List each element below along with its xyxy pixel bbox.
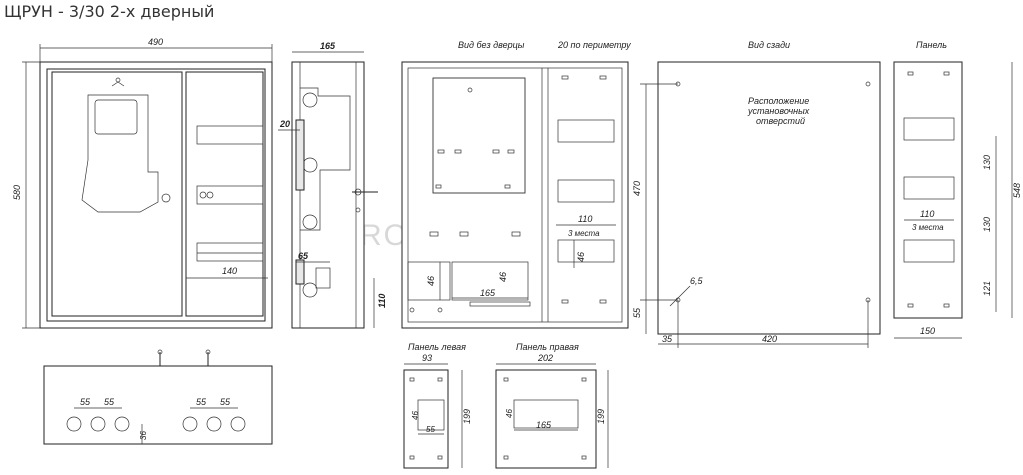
panel-view: Панель 130 130 121 548 110 3 места 150 — [893, 40, 1022, 339]
dim-front-width: 490 — [148, 37, 163, 47]
side-view: 165 20 65 110 — [278, 41, 387, 329]
panel-dim-110: 110 — [920, 209, 934, 219]
right-dim-202: 202 — [537, 353, 553, 363]
nodoor-dim-46a: 46 — [426, 276, 436, 286]
dim-front-height: 580 — [12, 185, 22, 200]
nodoor-perimeter-label: 20 по периметру — [557, 40, 631, 50]
left-dim-93: 93 — [422, 353, 432, 363]
back-title: Вид сзади — [748, 40, 790, 50]
bottom-dim-36: 36 — [139, 431, 148, 440]
panel-dim-130a: 130 — [982, 155, 992, 170]
bottom-dim-55c: 55 — [196, 397, 207, 407]
nodoor-3places: 3 места — [568, 229, 600, 238]
back-dim-55: 55 — [632, 307, 642, 318]
left-panel-view: Панель левая 93 46 55 199 — [403, 342, 472, 469]
front-view: 490 580 140 — [12, 37, 273, 329]
panel-title: Панель — [916, 40, 947, 50]
left-panel-title: Панель левая — [408, 342, 466, 352]
panel-dim-548: 548 — [1012, 183, 1022, 198]
back-note-line3: отверстий — [756, 116, 805, 126]
panel-dim-130b: 130 — [982, 217, 992, 232]
back-note-line1: Расположение — [748, 96, 809, 106]
bottom-dim-55d: 55 — [220, 397, 231, 407]
back-note-line2: установочных — [747, 106, 810, 116]
dim-side-depth: 165 — [320, 41, 336, 51]
back-dim-6-5: 6,5 — [690, 276, 704, 286]
nodoor-dim-46c: 46 — [576, 252, 586, 262]
bottom-view: 55 55 55 55 36 — [43, 349, 273, 445]
panel-dim-150: 150 — [920, 326, 935, 336]
dim-side-20: 20 — [279, 119, 290, 129]
left-dim-55: 55 — [426, 425, 435, 434]
dim-side-110: 110 — [377, 294, 387, 308]
back-view: Вид сзади Расположение установочных отве… — [632, 40, 881, 348]
right-dim-199: 199 — [596, 409, 606, 424]
right-panel-view: Панель правая 202 46 165 199 — [495, 342, 609, 469]
right-panel-title: Панель правая — [516, 342, 579, 352]
view-without-door: Вид без дверцы 20 по периметру — [401, 40, 631, 329]
back-dim-470: 470 — [632, 181, 642, 196]
nodoor-title: Вид без дверцы — [458, 40, 525, 50]
panel-dim-121: 121 — [982, 281, 992, 296]
nodoor-dim-110: 110 — [578, 214, 592, 224]
nodoor-dim-46b: 46 — [498, 272, 508, 282]
left-dim-46: 46 — [411, 411, 420, 420]
nodoor-dim-165: 165 — [480, 288, 496, 298]
drawing-title: ЩРУН - 3/30 2-х дверный — [4, 2, 215, 21]
right-dim-46: 46 — [505, 409, 514, 418]
dim-side-65: 65 — [298, 251, 309, 261]
left-dim-199: 199 — [462, 409, 472, 424]
back-dim-35: 35 — [662, 334, 673, 344]
bottom-dim-55b: 55 — [104, 397, 115, 407]
panel-3places: 3 места — [912, 223, 944, 232]
bottom-dim-55a: 55 — [80, 397, 91, 407]
back-dim-420: 420 — [762, 334, 777, 344]
right-dim-165: 165 — [536, 420, 552, 430]
dim-front-140: 140 — [222, 266, 237, 276]
